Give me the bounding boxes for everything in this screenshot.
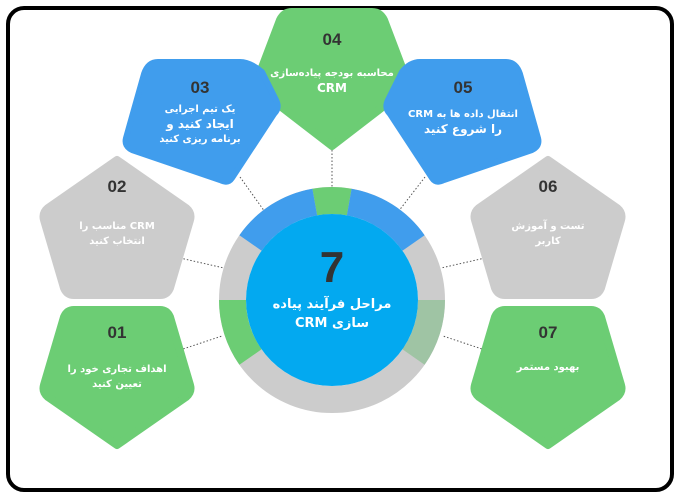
ring-segment-07	[402, 300, 445, 365]
step-03-line1: یک تیم اجرایی	[165, 104, 236, 115]
connector-03	[239, 176, 266, 213]
step-04-number: 04	[323, 30, 342, 49]
pentagon-07	[470, 306, 626, 449]
step-05: 05 انتقال داده ها به CRM را شروع کنید	[383, 59, 542, 185]
center-number: 7	[320, 243, 344, 292]
step-07: 07 بهبود مستمر	[470, 306, 626, 449]
center-circle: 7 مراحل فرآیند پیاده سازی CRM	[246, 214, 418, 386]
step-04: 04 محاسبه بودجه پیاده‌سازی CRM	[253, 8, 411, 150]
progress-ring	[219, 186, 445, 413]
pentagon-03	[122, 59, 281, 185]
step-01-number: 01	[108, 323, 127, 342]
connector-06	[440, 257, 486, 269]
step-04-line2: CRM	[317, 81, 347, 95]
step-06: 06 تست و آموزش کاربر	[470, 156, 626, 299]
center-disc	[246, 214, 418, 386]
pentagon-05	[383, 59, 542, 185]
step-03: 03 یک تیم اجرایی ایجاد کنید و برنامه ریز…	[122, 59, 281, 185]
step-05-line2: را شروع کنید	[424, 122, 502, 137]
step-03-line3: برنامه ریزی کنید	[159, 134, 240, 145]
step-01-line1: اهداف تجاری خود را	[67, 364, 166, 375]
step-06-line2: کاربر	[534, 236, 560, 247]
center-title-line1: مراحل فرآیند پیاده	[273, 295, 392, 312]
center-title-line2: سازی CRM	[295, 316, 369, 331]
pentagon-01	[39, 306, 195, 449]
step-02-line2: انتخاب کنید	[89, 236, 145, 247]
step-06-number: 06	[539, 177, 558, 196]
ring-segment-01	[219, 300, 262, 365]
connector-02	[179, 257, 225, 269]
step-04-line1: محاسبه بودجه پیاده‌سازی	[270, 68, 394, 79]
step-05-number: 05	[454, 78, 473, 97]
connector-05	[397, 176, 426, 213]
connector-01	[179, 335, 223, 351]
step-01-line2: تعیین کنید	[92, 379, 142, 390]
pentagon-02	[39, 156, 195, 299]
ring-segment-03	[239, 188, 318, 251]
step-06-line1: تست و آموزش	[511, 219, 584, 232]
ring-segment-05	[346, 188, 425, 251]
step-03-number: 03	[191, 78, 210, 97]
step-01: 01 اهداف تجاری خود را تعیین کنید	[39, 306, 195, 449]
connector-07	[442, 335, 486, 351]
connector-lines	[179, 150, 486, 351]
step-03-line2: ایجاد کنید و	[165, 117, 233, 132]
step-02-line1: CRM مناسب را	[79, 221, 155, 232]
step-02-number: 02	[108, 177, 127, 196]
step-02: 02 CRM مناسب را انتخاب کنید	[39, 156, 195, 299]
step-07-number: 07	[539, 323, 558, 342]
step-07-line1: بهبود مستمر	[516, 362, 580, 373]
ring-segment-04	[312, 186, 352, 216]
pentagon-06	[470, 156, 626, 299]
step-05-line1: انتقال داده ها به CRM	[408, 109, 518, 120]
